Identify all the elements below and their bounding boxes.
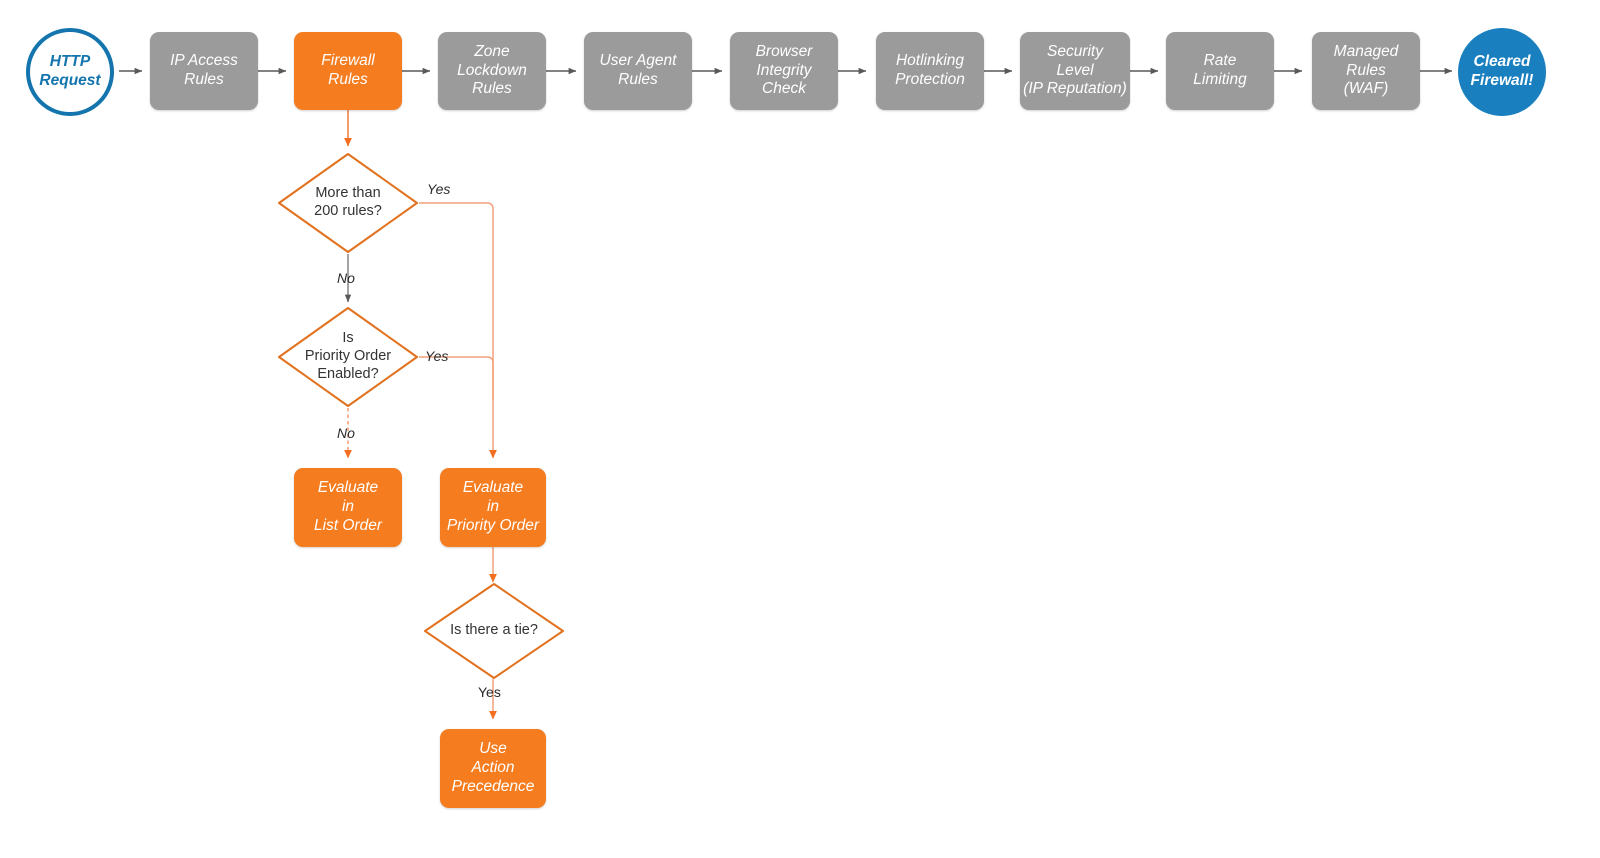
decision-more-than-200-rules[interactable]: More than 200 rules? (277, 152, 419, 254)
node-hotlinking-protection[interactable]: Hotlinking Protection (876, 32, 984, 110)
node-evaluate-in-list-order[interactable]: Evaluate in List Order (294, 468, 402, 547)
diamond-shape (424, 583, 564, 679)
node-browser-integrity-check[interactable]: Browser Integrity Check (730, 32, 838, 110)
node-ip-access-rules[interactable]: IP Access Rules (150, 32, 258, 110)
node-rate-limiting[interactable]: Rate Limiting (1166, 32, 1274, 110)
node-cleared-firewall[interactable]: Cleared Firewall! (1458, 28, 1546, 116)
edge-label-no-priority-order: No (337, 425, 355, 441)
edge-label-yes-tie: Yes (478, 684, 501, 700)
node-use-action-precedence[interactable]: Use Action Precedence (440, 729, 546, 808)
edge-label-yes-priority-order: Yes (425, 348, 449, 364)
decision-label: Is Priority Order Enabled? (304, 330, 392, 382)
decision-label: Is there a tie? (450, 622, 538, 639)
node-user-agent-rules[interactable]: User Agent Rules (584, 32, 692, 110)
node-security-level[interactable]: Security Level (IP Reputation) (1020, 32, 1130, 110)
diamond-shape (278, 307, 418, 407)
node-managed-rules-waf[interactable]: Managed Rules (WAF) (1312, 32, 1420, 110)
edge-label-no-200-rules: No (337, 270, 355, 286)
decision-is-priority-order-enabled[interactable]: Is Priority Order Enabled? (277, 306, 419, 408)
node-firewall-rules[interactable]: Firewall Rules (294, 32, 402, 110)
decision-label: More than 200 rules? (314, 185, 382, 219)
node-zone-lockdown-rules[interactable]: Zone Lockdown Rules (438, 32, 546, 110)
edge-200rules-yes (419, 202, 497, 459)
node-http-request[interactable]: HTTP Request (26, 28, 114, 116)
edge-label-yes-200-rules: Yes (427, 181, 451, 197)
edge-priority-yes (419, 356, 494, 400)
diamond-shape (278, 153, 418, 253)
node-evaluate-in-priority-order[interactable]: Evaluate in Priority Order (440, 468, 546, 547)
decision-is-there-a-tie[interactable]: Is there a tie? (423, 582, 565, 680)
